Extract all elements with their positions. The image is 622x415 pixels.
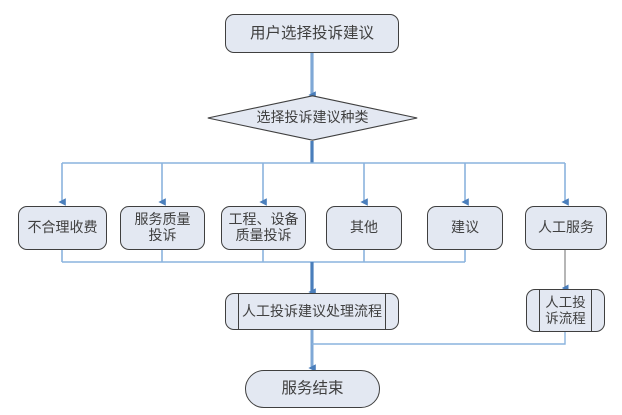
predefined-process-left-rule-icon	[238, 294, 239, 329]
node-branch-2[interactable]: 服务质量 投诉	[120, 206, 205, 250]
node-branch-1[interactable]: 不合理收费	[18, 206, 107, 250]
node-branch-5[interactable]: 建议	[427, 206, 503, 250]
node-process-manual[interactable]: 人工投 诉流程	[526, 289, 605, 332]
node-branch-4-label: 其他	[350, 219, 378, 236]
node-end[interactable]: 服务结束	[245, 370, 380, 408]
node-start-label: 用户选择投诉建议	[249, 24, 374, 42]
node-branch-6[interactable]: 人工服务	[525, 206, 607, 250]
node-decision-label: 选择投诉建议种类	[256, 109, 369, 126]
edge-process-manual-to-end	[312, 332, 566, 345]
node-branch-3-label: 工程、设备 质量投诉	[228, 211, 299, 243]
predefined-process-manual-right-rule-icon	[591, 290, 592, 331]
edge-decision-fanout-bus	[62, 141, 565, 164]
node-process-manual-label: 人工投 诉流程	[545, 295, 586, 326]
node-branch-1-label: 不合理收费	[27, 219, 98, 236]
node-start[interactable]: 用户选择投诉建议	[225, 14, 399, 53]
node-branch-5-label: 建议	[451, 219, 479, 236]
node-process-main-label: 人工投诉建议处理流程	[242, 302, 382, 319]
predefined-process-manual-left-rule-icon	[539, 290, 540, 331]
node-branch-6-label: 人工服务	[538, 219, 594, 236]
diamond-shape-icon	[207, 95, 418, 141]
node-process-main[interactable]: 人工投诉建议处理流程	[225, 293, 399, 330]
node-branch-3[interactable]: 工程、设备 质量投诉	[221, 206, 306, 250]
node-branch-4[interactable]: 其他	[326, 206, 402, 250]
node-end-label: 服务结束	[281, 380, 344, 398]
node-decision[interactable]: 选择投诉建议种类	[207, 95, 418, 141]
edge-branches-merge-bus	[61, 250, 466, 263]
node-branch-2-label: 服务质量 投诉	[134, 211, 191, 243]
predefined-process-right-rule-icon	[385, 294, 386, 329]
